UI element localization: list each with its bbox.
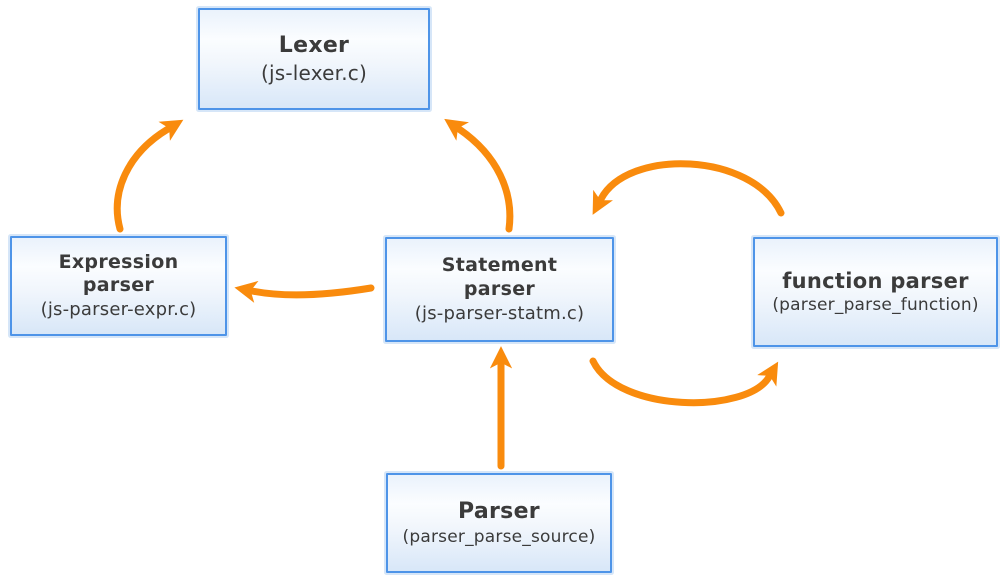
- node-expression-parser-subtitle: (js-parser-expr.c): [40, 299, 197, 321]
- arrow-function-parser-to-statement-parser: [592, 160, 785, 217]
- node-statement-parser-subtitle: (js-parser-statm.c): [414, 302, 585, 324]
- node-statement-parser: Statement parser (js-parser-statm.c): [385, 237, 614, 342]
- node-parser-title: Parser: [458, 499, 540, 525]
- arrow-expression-parser-to-lexer: [113, 119, 184, 233]
- node-function-parser-title: function parser: [782, 268, 969, 293]
- node-statement-parser-title: Statement parser: [441, 254, 558, 300]
- arrow-statement-parser-to-expression-parser: [234, 280, 375, 303]
- node-parser: Parser (parser_parse_source): [386, 473, 612, 573]
- node-lexer-subtitle: (js-lexer.c): [261, 60, 367, 85]
- node-lexer: Lexer (js-lexer.c): [198, 8, 430, 110]
- node-lexer-title: Lexer: [278, 33, 350, 59]
- node-function-parser: function parser (parser_parse_function): [753, 237, 998, 347]
- node-expression-parser-title: Expression parser: [58, 250, 179, 297]
- arrow-statement-parser-to-lexer: [444, 118, 514, 233]
- arrow-statement-parser-to-function-parser: [589, 357, 779, 407]
- node-function-parser-subtitle: (parser_parse_function): [772, 295, 979, 316]
- node-parser-subtitle: (parser_parse_source): [402, 526, 596, 547]
- node-expression-parser: Expression parser (js-parser-expr.c): [10, 236, 227, 336]
